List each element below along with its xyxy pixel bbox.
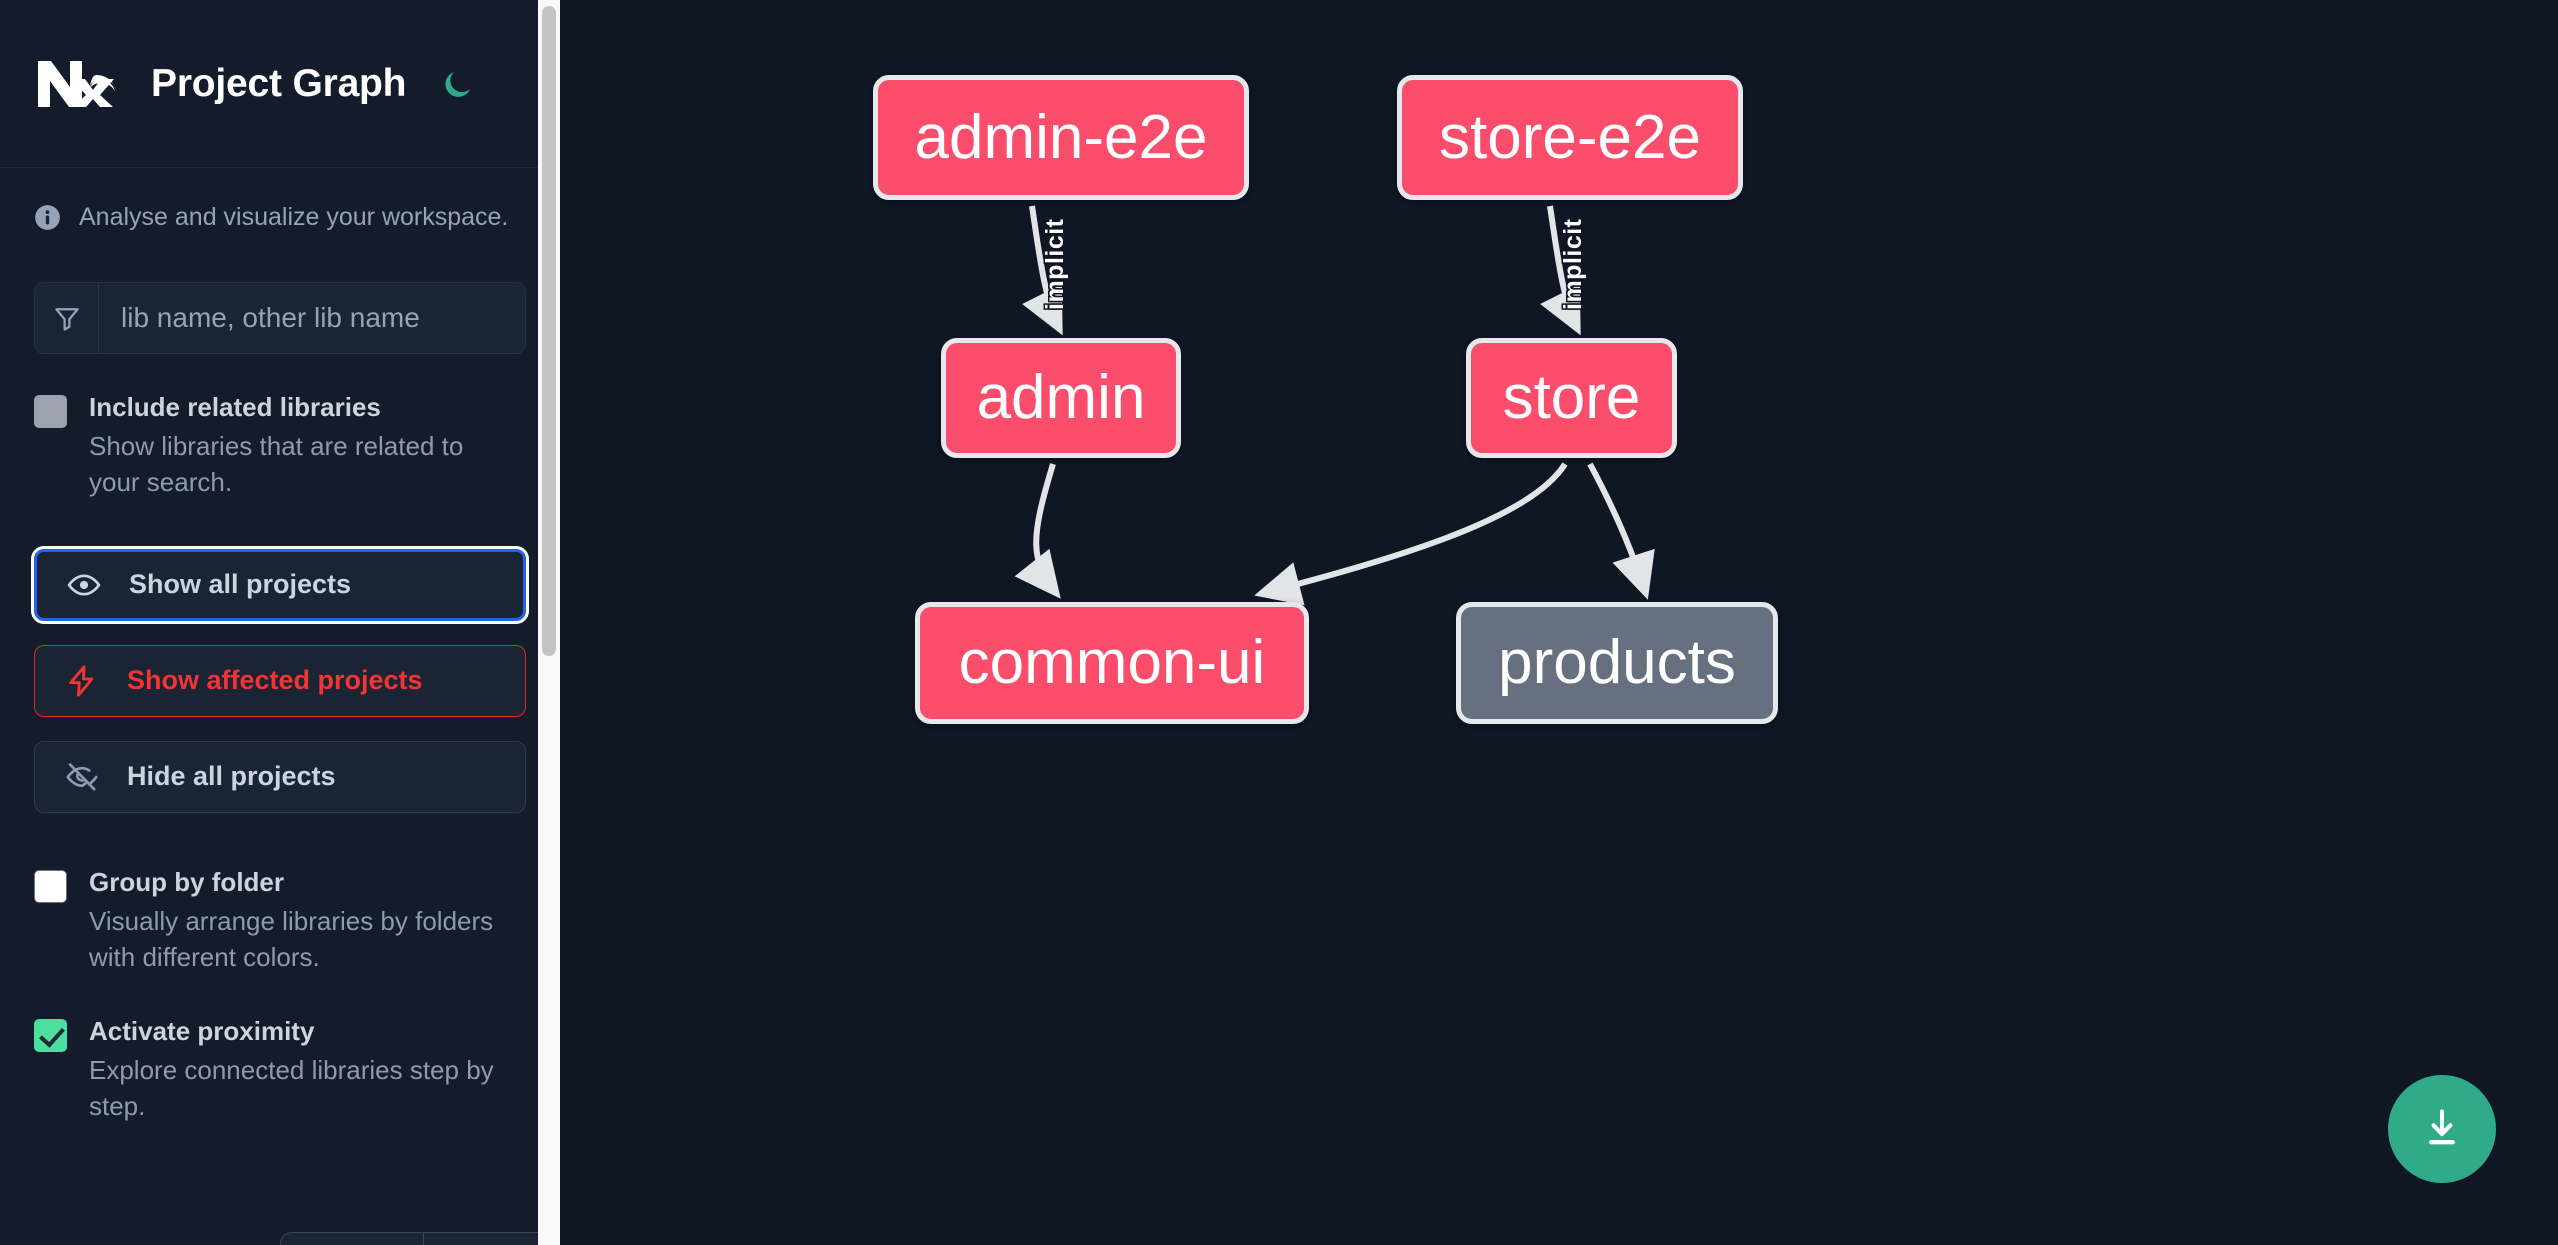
sidebar-scrollbar[interactable] xyxy=(538,0,560,1245)
edge-store-e2e-to-store xyxy=(1540,205,1581,336)
graph-canvas[interactable]: admin-e2e store-e2e admin store common-u… xyxy=(560,0,2558,1245)
option-description: Explore connected libraries step by step… xyxy=(89,1054,494,1121)
proximity-step-segmented-control[interactable] xyxy=(280,1232,560,1245)
group-by-folder-checkbox[interactable] xyxy=(34,869,67,903)
hide-all-projects-button[interactable]: Hide all projects xyxy=(34,740,526,813)
node-label: products xyxy=(1498,628,1736,697)
show-all-projects-label: Show all projects xyxy=(129,569,352,600)
graph-node-store-e2e[interactable]: store-e2e xyxy=(1397,75,1743,200)
edge-store-to-products xyxy=(1587,462,1655,600)
hide-all-projects-label: Hide all projects xyxy=(127,761,336,792)
search-field[interactable] xyxy=(34,282,526,354)
option-label: Activate proximity xyxy=(89,1015,315,1046)
option-texts: Group by folder Visually arrange librari… xyxy=(89,865,526,976)
include-related-libraries-checkbox[interactable] xyxy=(34,395,67,428)
node-label: common-ui xyxy=(958,628,1266,697)
segment-1[interactable] xyxy=(281,1233,424,1245)
sidebar: Project Graph Analyse and visualize your… xyxy=(0,0,560,1245)
option-activate-proximity[interactable]: Activate proximity Explore connected lib… xyxy=(0,1014,560,1125)
option-texts: Activate proximity Explore connected lib… xyxy=(89,1014,526,1125)
edge-admin-to-common-ui xyxy=(1014,463,1061,599)
filter-icon xyxy=(35,283,99,353)
show-affected-projects-label: Show affected projects xyxy=(127,665,423,696)
edge-admin-e2e-to-admin xyxy=(1022,205,1063,336)
node-label: store-e2e xyxy=(1439,102,1701,172)
graph-node-admin[interactable]: admin xyxy=(941,338,1181,458)
edge-store-to-common-ui xyxy=(1254,462,1568,606)
eye-slash-icon xyxy=(63,758,101,796)
graph-node-common-ui[interactable]: common-ui xyxy=(915,602,1309,724)
sidebar-scrollbar-thumb[interactable] xyxy=(542,6,556,656)
node-label: store xyxy=(1502,363,1641,432)
search-input[interactable] xyxy=(99,283,525,353)
show-all-projects-button[interactable]: Show all projects xyxy=(34,548,526,621)
sidebar-header: Project Graph xyxy=(0,0,560,168)
graph-node-store[interactable]: store xyxy=(1466,338,1677,458)
project-action-buttons: Show all projects Show affected projects xyxy=(34,548,526,813)
node-label: admin xyxy=(976,363,1146,432)
sidebar-tagline-text: Analyse and visualize your workspace. xyxy=(79,203,509,231)
option-group-by-folder[interactable]: Group by folder Visually arrange librari… xyxy=(0,865,560,976)
activate-proximity-checkbox[interactable] xyxy=(34,1018,67,1052)
option-description: Visually arrange libraries by folders wi… xyxy=(89,905,494,972)
graph-node-admin-e2e[interactable]: admin-e2e xyxy=(873,75,1249,200)
option-description: Show libraries that are related to your … xyxy=(89,431,464,497)
node-label: admin-e2e xyxy=(914,102,1208,172)
sidebar-tagline: Analyse and visualize your workspace. xyxy=(0,168,560,232)
page-title: Project Graph xyxy=(151,61,407,105)
download-graph-button[interactable] xyxy=(2388,1075,2496,1183)
lightning-icon xyxy=(63,662,101,700)
graph-edges xyxy=(1014,205,1655,606)
option-texts: Include related libraries Show libraries… xyxy=(89,390,526,501)
nx-logo-icon xyxy=(34,55,126,113)
show-affected-projects-button[interactable]: Show affected projects xyxy=(34,644,526,717)
graph-node-products[interactable]: products xyxy=(1456,602,1778,724)
info-icon xyxy=(34,204,61,231)
sidebar-scroll-area: Project Graph Analyse and visualize your… xyxy=(0,0,560,1245)
option-include-related-libraries[interactable]: Include related libraries Show libraries… xyxy=(0,390,560,501)
option-label: Include related libraries xyxy=(89,392,381,422)
option-label: Group by folder xyxy=(89,866,284,897)
download-icon xyxy=(2419,1105,2465,1154)
eye-icon xyxy=(65,566,103,604)
moon-icon[interactable] xyxy=(438,64,478,104)
